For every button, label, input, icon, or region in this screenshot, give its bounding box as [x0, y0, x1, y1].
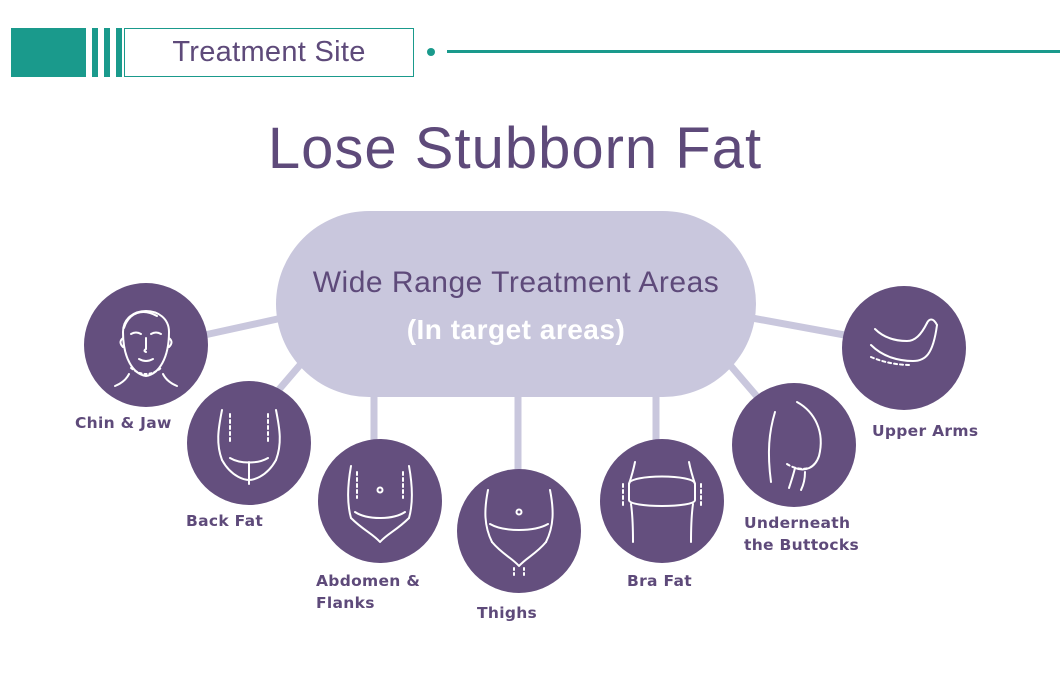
header-accent-stripe	[104, 28, 110, 77]
area-label-underneath-buttocks: Underneath the Buttocks	[744, 514, 859, 554]
abdomen-icon	[347, 465, 413, 543]
area-label-bra-fat: Bra Fat	[627, 572, 692, 590]
section-label-box: Treatment Site	[124, 28, 414, 77]
connector-upper-arms	[748, 314, 854, 340]
arm-icon	[870, 318, 938, 366]
page-title: Lose Stubborn Fat	[267, 116, 763, 181]
area-label-back-fat: Back Fat	[186, 512, 264, 530]
area-abdomen-flanks	[318, 439, 442, 563]
hub-subtitle: (In target areas)	[406, 314, 626, 345]
area-label-chin-jaw: Chin & Jaw	[75, 414, 172, 432]
back-icon	[217, 409, 281, 485]
buttocks-icon	[767, 401, 822, 491]
header-rule	[447, 50, 1060, 53]
face-icon	[114, 310, 178, 387]
hips-icon	[484, 489, 554, 579]
section-label: Treatment Site	[172, 36, 366, 68]
area-upper-arms	[842, 286, 966, 410]
area-label-thighs: Thighs	[477, 604, 538, 622]
header-accent-block	[11, 28, 86, 77]
header-accent-stripe	[92, 28, 98, 77]
hub-title: Wide Range Treatment Areas	[312, 266, 720, 299]
area-back-fat	[187, 381, 311, 505]
area-label-abdomen-flanks: Abdomen & Flanks	[316, 572, 421, 612]
area-underneath-buttocks	[732, 383, 856, 507]
area-label-upper-arms: Upper Arms	[872, 422, 979, 440]
area-thighs	[457, 469, 581, 593]
hub-pill	[276, 211, 756, 397]
area-bra-fat	[600, 439, 724, 563]
header-dot	[427, 48, 435, 56]
area-chin-jaw	[84, 283, 208, 407]
connector-underneath-buttocks	[726, 361, 764, 404]
connector-chin-jaw	[196, 314, 286, 340]
torso-icon	[622, 461, 702, 543]
header-accent-stripe	[116, 28, 122, 77]
